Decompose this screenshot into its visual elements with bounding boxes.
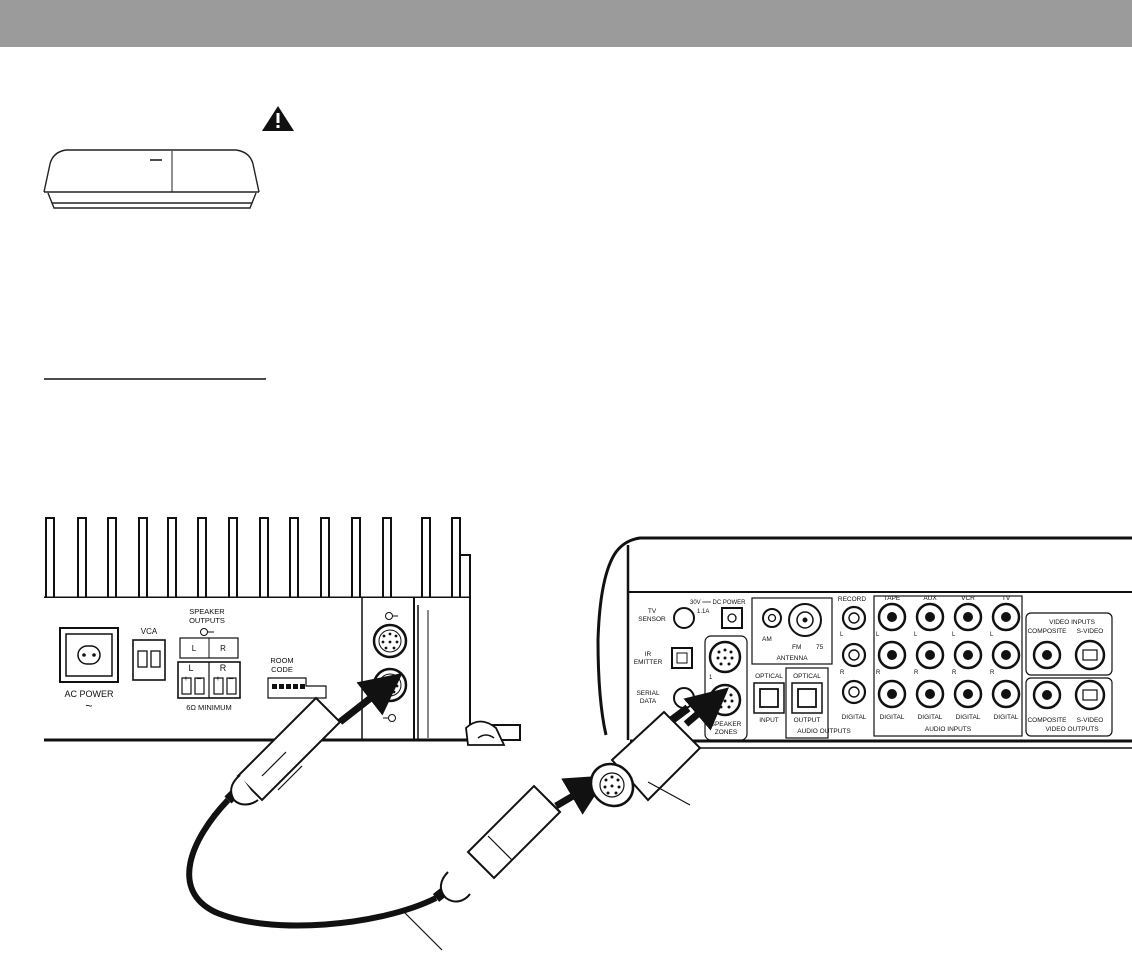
amplifier-unit: AC POWER ~ VCA SPEAKER OUTPUTS L R L R [44, 517, 521, 746]
tv-sensor-label-2: SENSOR [638, 616, 666, 623]
terminal-minus-r: – [229, 674, 234, 683]
audio-input-jacks [877, 602, 1021, 709]
module-icon [43, 149, 260, 209]
dc-power-label: 30V ══ DC POWER [690, 600, 746, 606]
tv-digital-label: DIGITAL [994, 714, 1019, 721]
tape-r-label: R [876, 670, 881, 676]
record-l-label: L [840, 632, 844, 638]
speaker-out-left: L [192, 644, 197, 653]
tv-r-label: R [990, 670, 995, 676]
zone-number-label: 1 [709, 675, 713, 681]
link-cable [186, 673, 729, 929]
ac-symbol-label: ~ [85, 699, 92, 713]
audio-outputs-label: AUDIO OUTPUTS [797, 728, 851, 735]
tape-digital-label: DIGITAL [880, 714, 905, 721]
tape-label: TAPE [884, 595, 901, 602]
vcr-label: VCR [961, 595, 975, 602]
optical-input-label: OPTICAL [755, 673, 783, 680]
ac-power-label: AC POWER [64, 689, 114, 699]
composite-in-label: COMPOSITE [1027, 628, 1067, 635]
terminal-plus-r: + [216, 674, 221, 683]
tv-input-label: TV [1002, 595, 1011, 602]
composite-out-label: COMPOSITE [1027, 717, 1067, 724]
ac-power-inlet [59, 627, 119, 683]
optical-output-label: OPTICAL [793, 673, 821, 680]
serial-data-label-2: DATA [640, 698, 657, 705]
optical-input-jack [759, 688, 779, 708]
link-in-connector [372, 667, 408, 703]
svideo-out-label: S-VIDEO [1077, 717, 1104, 724]
speaker-outputs-label-2: OUTPUTS [189, 616, 225, 625]
speaker-block-right: R [220, 663, 227, 673]
vca-connector [132, 639, 166, 681]
speaker-terminal-block [177, 661, 241, 699]
tv-l-label: L [990, 632, 994, 638]
room-code-label-2: CODE [271, 665, 293, 674]
tape-l-label: L [876, 632, 880, 638]
record-digital-label: DIGITAL [842, 714, 867, 721]
speaker-zones-label-1: SPEAKER [711, 721, 742, 728]
room-code-label-1: ROOM [270, 656, 293, 665]
record-r-label: R [840, 670, 845, 676]
svideo-in-label: S-VIDEO [1077, 628, 1104, 635]
speaker-out-right: R [220, 644, 226, 653]
amperage-label: 1.1A [697, 609, 709, 615]
vcr-r-label: R [952, 670, 957, 676]
tv-sensor-jack [673, 607, 695, 629]
aux-label: AUX [923, 595, 937, 602]
output-arrow-icon [200, 628, 214, 636]
plug-leader-line [647, 781, 691, 806]
video-inputs-label: VIDEO INPUTS [1049, 619, 1096, 626]
speaker-zones-label-2: ZONES [715, 729, 738, 736]
am-label: AM [762, 636, 772, 643]
speaker-zone-2-connector [708, 683, 742, 717]
audio-inputs-label: AUDIO INPUTS [925, 726, 972, 733]
speaker-outputs-label-1: SPEAKER [189, 607, 225, 616]
link-out-connector [372, 623, 408, 659]
tv-sensor-label-1: TV [648, 608, 657, 615]
speaker-zone-1-connector [708, 640, 742, 674]
impedance-label: 6Ω MINIMUM [186, 703, 232, 712]
room-code-switch [267, 677, 327, 699]
terminal-minus-l: – [197, 674, 202, 683]
ir-emitter-label-1: IR [645, 651, 652, 658]
vcr-digital-label: DIGITAL [956, 714, 981, 721]
optical-output-jack [797, 688, 817, 708]
ir-emitter-label-2: EMITTER [634, 659, 663, 666]
speaker-block-left: L [188, 663, 193, 673]
serial-data-jack [673, 687, 695, 709]
record-label: RECORD [838, 596, 866, 603]
warning-icon [262, 106, 294, 131]
cable-leader-line [401, 909, 443, 951]
vcr-l-label: L [952, 632, 956, 638]
serial-data-label-1: SERIAL [636, 690, 660, 697]
vca-label: VCA [141, 627, 158, 636]
video-outputs-label: VIDEO OUTPUTS [1045, 726, 1099, 733]
output-label: OUTPUT [794, 717, 821, 724]
receiver-unit: TV SENSOR 30V ══ DC POWER 1.1A IR EMITTE… [596, 536, 1132, 749]
aux-r-label: R [914, 670, 919, 676]
aux-l-label: L [914, 632, 918, 638]
terminal-plus-l: + [184, 674, 189, 683]
fm-ohms-label: 75 [816, 644, 824, 651]
antenna-label: ANTENNA [776, 655, 808, 662]
input-label: INPUT [759, 717, 779, 724]
heatsink-fins [45, 517, 461, 601]
output-arrow-icon [385, 612, 398, 620]
header-bar [0, 0, 1132, 47]
fm-label: FM [792, 644, 801, 651]
aux-digital-label: DIGITAL [918, 714, 943, 721]
